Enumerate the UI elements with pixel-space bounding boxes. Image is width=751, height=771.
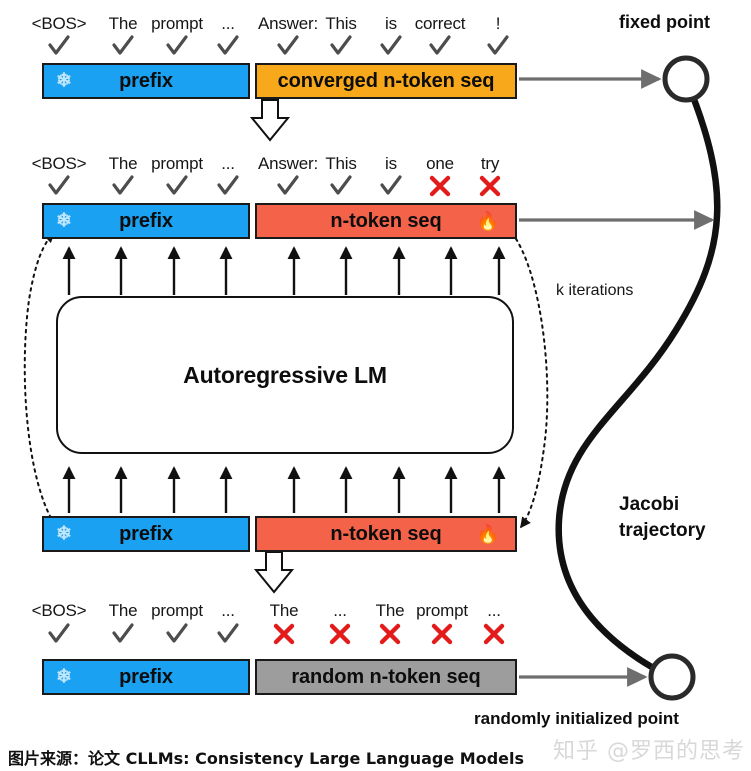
check-icon	[427, 33, 453, 59]
prefix-box-iteration[interactable]: ❄ prefix	[42, 203, 250, 239]
check-icon	[110, 173, 136, 199]
ntoken-seq-label: n-token seq	[330, 209, 442, 232]
check-icon	[110, 621, 136, 647]
check-icon	[215, 173, 241, 199]
mark-row-random	[0, 621, 540, 647]
fixed-point-label: fixed point	[619, 12, 710, 32]
random-seq-label: random n-token seq	[291, 665, 481, 688]
check-icon	[378, 33, 404, 59]
cross-icon	[327, 621, 353, 647]
token-label: The	[375, 601, 405, 620]
flame-icon: 🔥	[476, 211, 499, 231]
check-icon	[46, 33, 72, 59]
random-seq-box[interactable]: random n-token seq	[255, 659, 517, 695]
flame-icon: 🔥	[476, 524, 499, 544]
ntoken-seq-box-iteration[interactable]: n-token seq 🔥	[255, 203, 517, 239]
prefix-box-label: prefix	[119, 665, 173, 688]
check-icon	[328, 33, 354, 59]
ntoken-seq-label: n-token seq	[330, 522, 442, 545]
check-icon	[164, 621, 190, 647]
prefix-box-label: prefix	[119, 522, 173, 545]
token-label: <BOS>	[31, 154, 87, 173]
watermark: 知乎 @罗西的思考	[553, 739, 745, 764]
check-icon	[215, 621, 241, 647]
token-label: This	[325, 14, 357, 33]
token-label: ...	[221, 14, 235, 33]
check-icon	[164, 173, 190, 199]
check-icon	[164, 33, 190, 59]
token-label: This	[325, 154, 357, 173]
ntoken-seq-box-input[interactable]: n-token seq 🔥	[255, 516, 517, 552]
token-row-converged: <BOS> The prompt ... Answer: This is cor…	[0, 13, 540, 35]
cross-icon	[429, 621, 455, 647]
source-caption: 图片来源：论文 CLLMs: Consistency Large Languag…	[8, 749, 525, 768]
check-icon	[215, 33, 241, 59]
prefix-box-label: prefix	[119, 209, 173, 232]
token-label: prompt	[151, 601, 203, 620]
token-label: try	[480, 154, 500, 173]
token-label: The	[269, 601, 299, 620]
token-label: prompt	[151, 14, 203, 33]
check-icon	[46, 173, 72, 199]
check-icon	[328, 173, 354, 199]
snowflake-icon: ❄	[56, 210, 72, 232]
snowflake-icon: ❄	[56, 666, 72, 688]
token-row-iteration: <BOS> The prompt ... Answer: This is one…	[0, 153, 540, 175]
randomly-initialized-point-label: randomly initialized point	[474, 709, 679, 728]
mark-row-iteration	[0, 173, 540, 199]
jacobi-trajectory-label: Jacobi trajectory	[619, 494, 706, 541]
snowflake-icon: ❄	[56, 70, 72, 92]
cross-icon	[377, 621, 403, 647]
cross-icon	[481, 621, 507, 647]
check-icon	[378, 173, 404, 199]
mark-row-converged	[0, 33, 540, 59]
prefix-box-label: prefix	[119, 69, 173, 92]
cross-icon	[271, 621, 297, 647]
token-row-random: <BOS> The prompt ... The ... The prompt …	[0, 600, 540, 622]
token-label: ...	[487, 601, 501, 620]
autoregressive-lm-label: Autoregressive LM	[183, 361, 387, 388]
token-label: prompt	[151, 154, 203, 173]
token-label: ...	[221, 154, 235, 173]
check-icon	[110, 33, 136, 59]
snowflake-icon: ❄	[56, 523, 72, 545]
k-iterations-label: k iterations	[556, 282, 634, 299]
cross-icon	[427, 173, 453, 199]
check-icon	[275, 33, 301, 59]
token-label: ...	[221, 601, 235, 620]
token-label: The	[108, 601, 138, 620]
converged-seq-label: converged n-token seq	[277, 69, 495, 92]
token-label: is	[385, 14, 397, 33]
token-label: prompt	[416, 601, 468, 620]
cross-icon	[477, 173, 503, 199]
token-label: ...	[333, 601, 347, 620]
token-label: Answer:	[257, 14, 319, 33]
check-icon	[275, 173, 301, 199]
check-icon	[46, 621, 72, 647]
converged-seq-box[interactable]: converged n-token seq	[255, 63, 517, 99]
check-icon	[485, 33, 511, 59]
token-label: !	[495, 14, 501, 33]
prefix-box-converged[interactable]: ❄ prefix	[42, 63, 250, 99]
token-label: is	[385, 154, 397, 173]
prefix-box-input[interactable]: ❄ prefix	[42, 516, 250, 552]
token-label: The	[108, 14, 138, 33]
autoregressive-lm-box[interactable]: Autoregressive LM	[56, 296, 514, 454]
token-label: Answer:	[257, 154, 319, 173]
token-label: <BOS>	[31, 601, 87, 620]
token-label: correct	[414, 14, 466, 33]
token-label: one	[426, 154, 454, 173]
token-label: <BOS>	[31, 14, 87, 33]
prefix-box-random[interactable]: ❄ prefix	[42, 659, 250, 695]
token-label: The	[108, 154, 138, 173]
